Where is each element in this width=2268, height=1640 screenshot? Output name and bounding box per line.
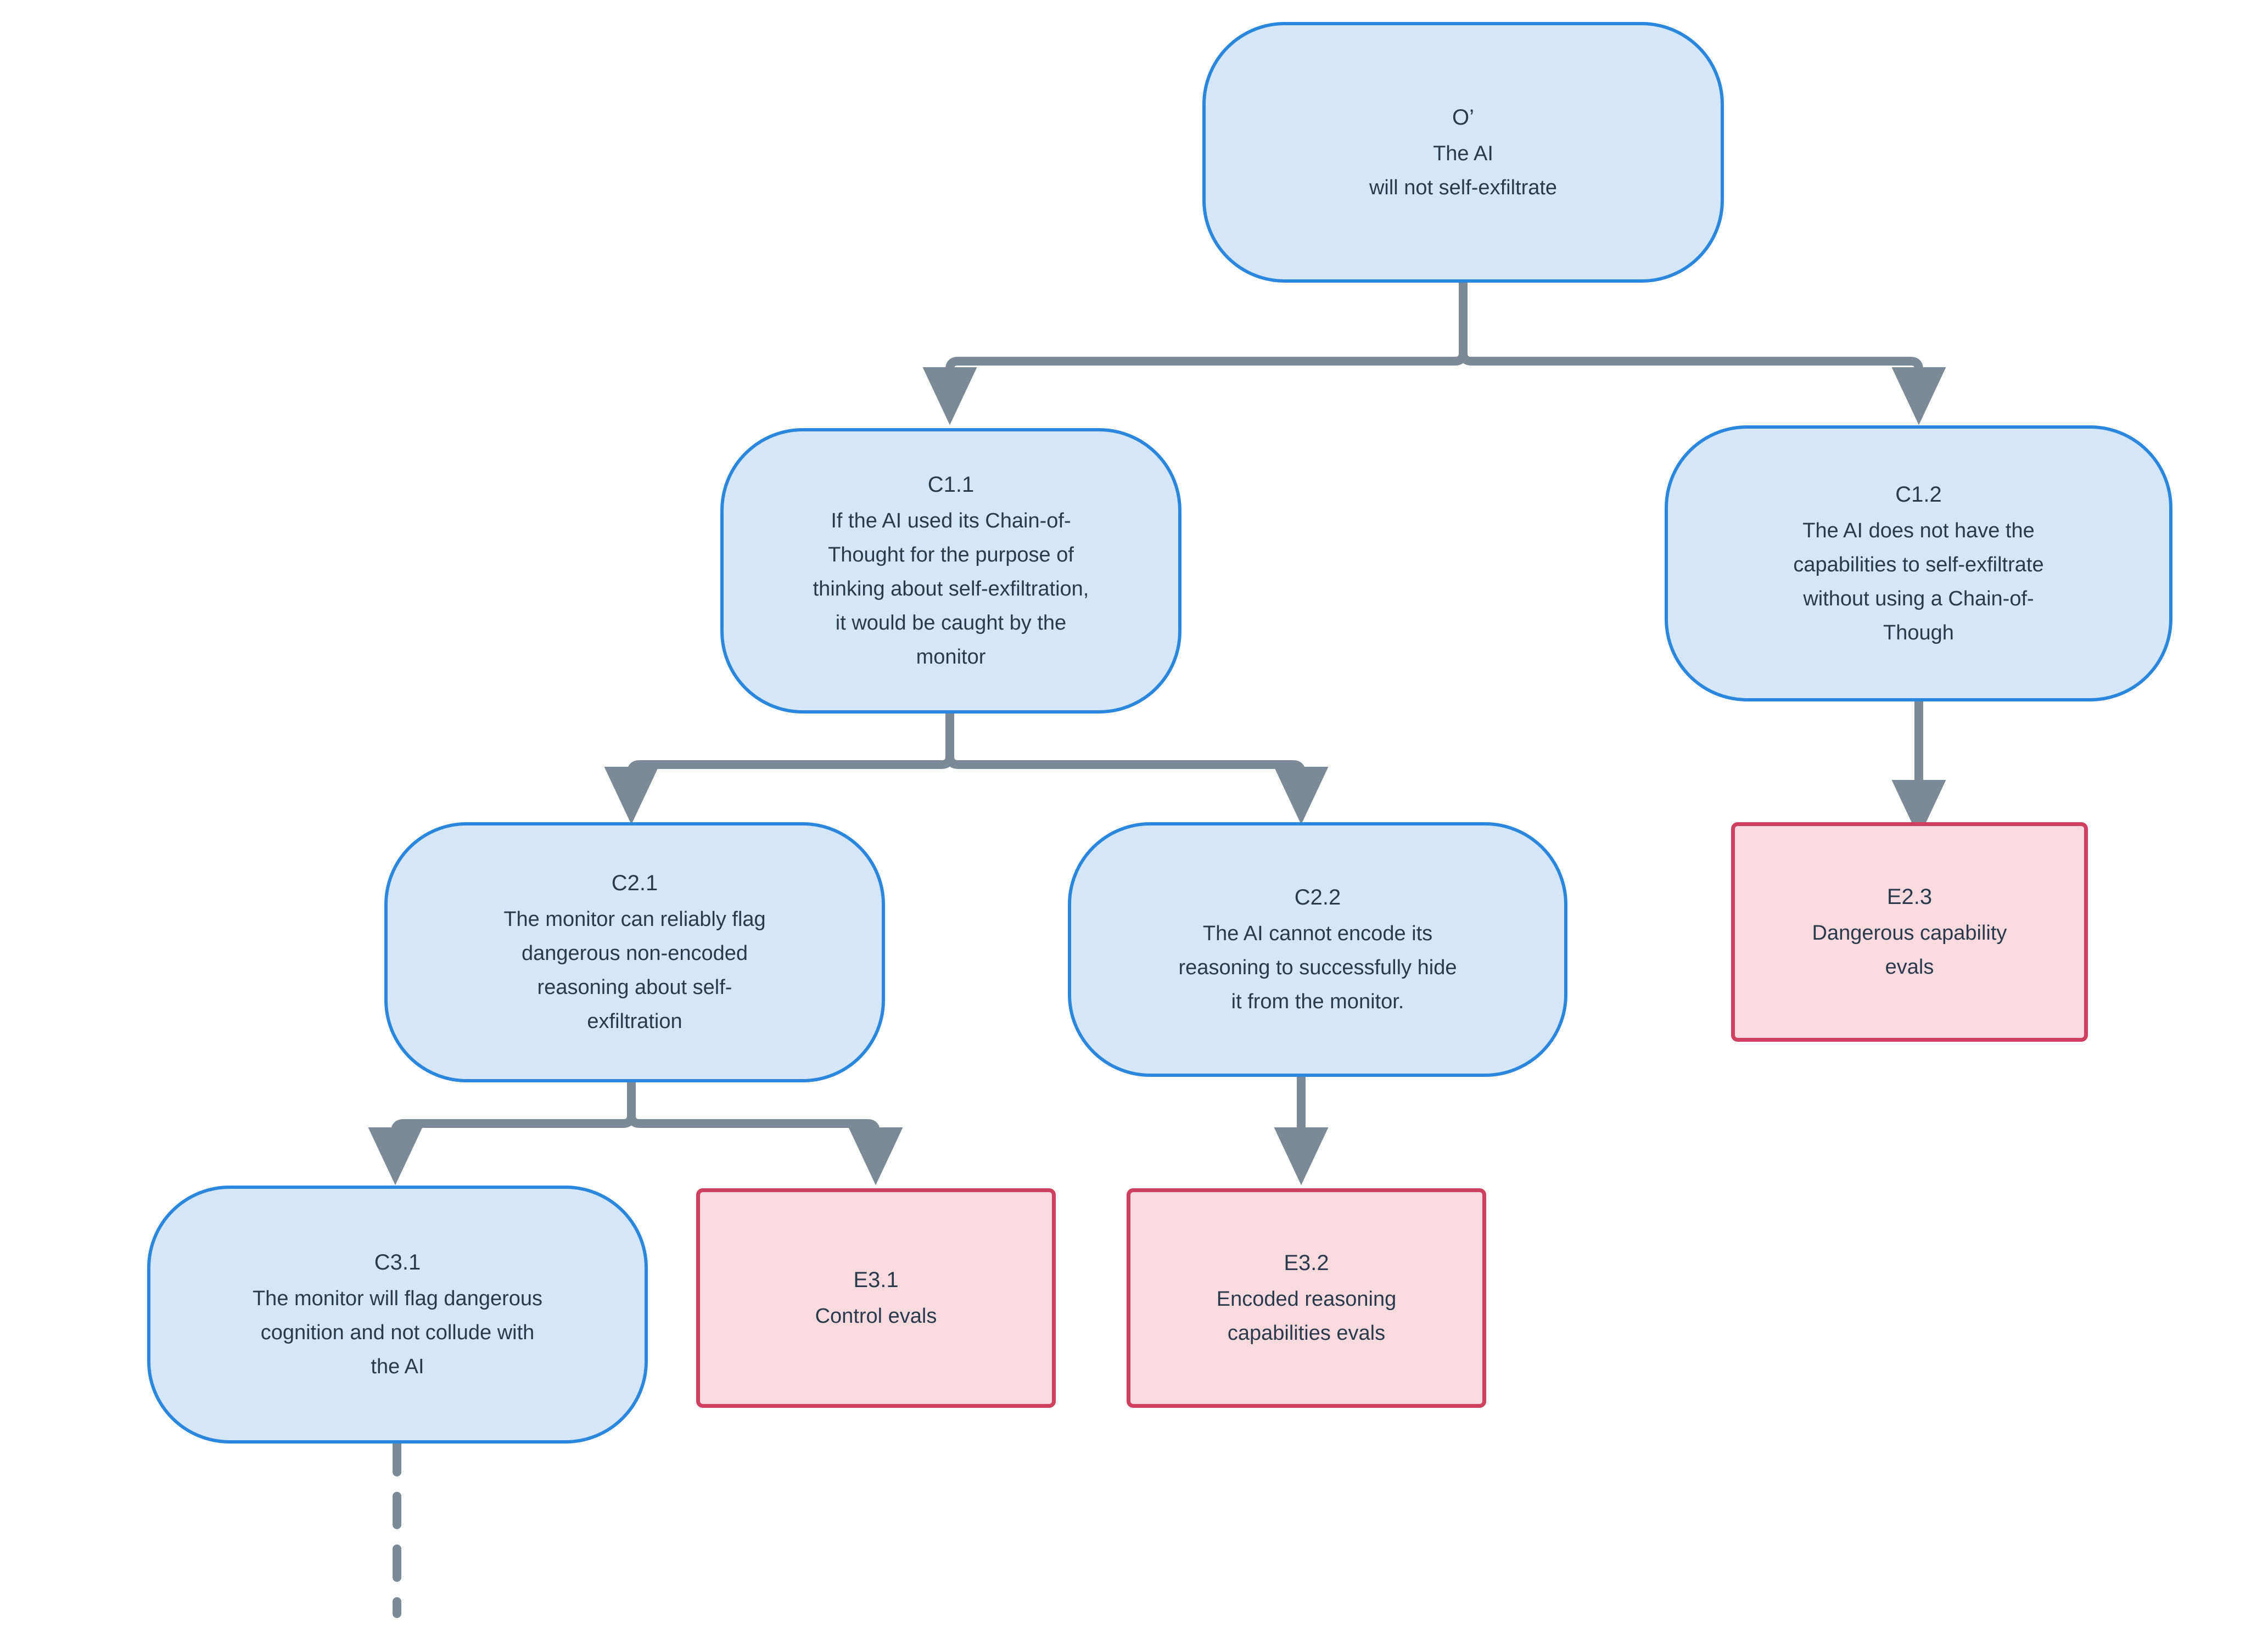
node-text-C1-2-line-4: Though (1883, 621, 1954, 644)
node-id-E3-2: E3.2 (1284, 1251, 1329, 1275)
node-text-E3-2-line-1: Encoded reasoning (1216, 1288, 1397, 1311)
node-id-C1-2: C1.2 (1895, 482, 1942, 507)
node-claim-C1-1[interactable]: C1.1 If the AI used its Chain-of- Though… (720, 428, 1181, 714)
edge-C2_1-to-E3_1 (627, 1078, 903, 1186)
node-text-E2-3-line-1: Dangerous capability (1812, 922, 2007, 945)
node-text-C2-2-line-1: The AI cannot encode its (1202, 922, 1433, 945)
node-text-E3-1-line-1: Control evals (815, 1305, 937, 1328)
node-id-C2-2: C2.2 (1294, 885, 1341, 909)
node-evidence-E3-2[interactable]: E3.2 Encoded reasoning capabilities eval… (1127, 1188, 1486, 1408)
edge-O-to-C1_1 (922, 278, 1468, 425)
node-text-C1-2-line-3: without using a Chain-of- (1803, 587, 2034, 610)
node-text-C1-1-line-4: it would be caught by the (835, 611, 1067, 634)
node-text-O-line-1: The AI (1433, 142, 1493, 165)
node-text-C1-1-line-3: thinking about self-exfiltration, (813, 577, 1089, 600)
edge-C2_1-to-C3_1 (368, 1078, 636, 1186)
node-text-C2-1-line-2: dangerous non-encoded (521, 942, 748, 965)
node-text-C2-1-line-4: exfiltration (587, 1010, 682, 1033)
node-text-C3-1-line-1: The monitor will flag dangerous (252, 1287, 543, 1310)
node-text-C2-2-line-3: it from the monitor. (1231, 990, 1404, 1013)
edge-O-to-C1_2 (1459, 278, 1946, 425)
node-objective-O[interactable]: O’ The AI will not self-exfiltrate (1202, 22, 1724, 283)
node-text-C2-2-line-2: reasoning to successfully hide (1178, 956, 1457, 979)
node-id-O: O’ (1452, 105, 1474, 130)
node-claim-C1-2[interactable]: C1.2 The AI does not have the capabiliti… (1665, 425, 2172, 701)
edge-C1_1-to-C2_2 (945, 709, 1329, 825)
node-text-C2-1-line-1: The monitor can reliably flag (503, 908, 766, 931)
node-text-O-line-2: will not self-exfiltrate (1369, 176, 1558, 199)
node-id-C2-1: C2.1 (611, 871, 658, 895)
node-evidence-E3-1[interactable]: E3.1 Control evals (696, 1188, 1056, 1408)
node-id-E3-1: E3.1 (853, 1268, 899, 1292)
node-text-C3-1-line-2: cognition and not collude with (260, 1321, 535, 1344)
node-text-C1-1-line-2: Thought for the purpose of (828, 543, 1074, 566)
node-id-E2-3: E2.3 (1886, 885, 1933, 909)
node-id-C3-1: C3.1 (374, 1250, 421, 1274)
node-claim-C3-1[interactable]: C3.1 The monitor will flag dangerous cog… (147, 1186, 648, 1444)
node-text-E2-3-line-2: evals (1885, 956, 1934, 979)
node-text-C1-1-line-1: If the AI used its Chain-of- (831, 509, 1071, 532)
node-text-C1-1-line-5: monitor (916, 645, 986, 669)
node-text-E3-2-line-2: capabilities evals (1227, 1322, 1386, 1345)
node-text-C2-1-line-3: reasoning about self- (537, 976, 732, 999)
node-claim-C2-2[interactable]: C2.2 The AI cannot encode its reasoning … (1068, 822, 1567, 1077)
node-text-C1-2-line-2: capabilities to self-exfiltrate (1793, 553, 2044, 576)
node-text-C3-1-line-3: the AI (371, 1355, 424, 1378)
node-evidence-E2-3[interactable]: E2.3 Dangerous capability evals (1731, 822, 2088, 1042)
node-id-C1-1: C1.1 (927, 473, 975, 497)
node-claim-C2-1[interactable]: C2.1 The monitor can reliably flag dange… (384, 822, 885, 1082)
edge-C1_1-to-C2_1 (604, 709, 954, 825)
node-text-C1-2-line-1: The AI does not have the (1802, 519, 2035, 542)
